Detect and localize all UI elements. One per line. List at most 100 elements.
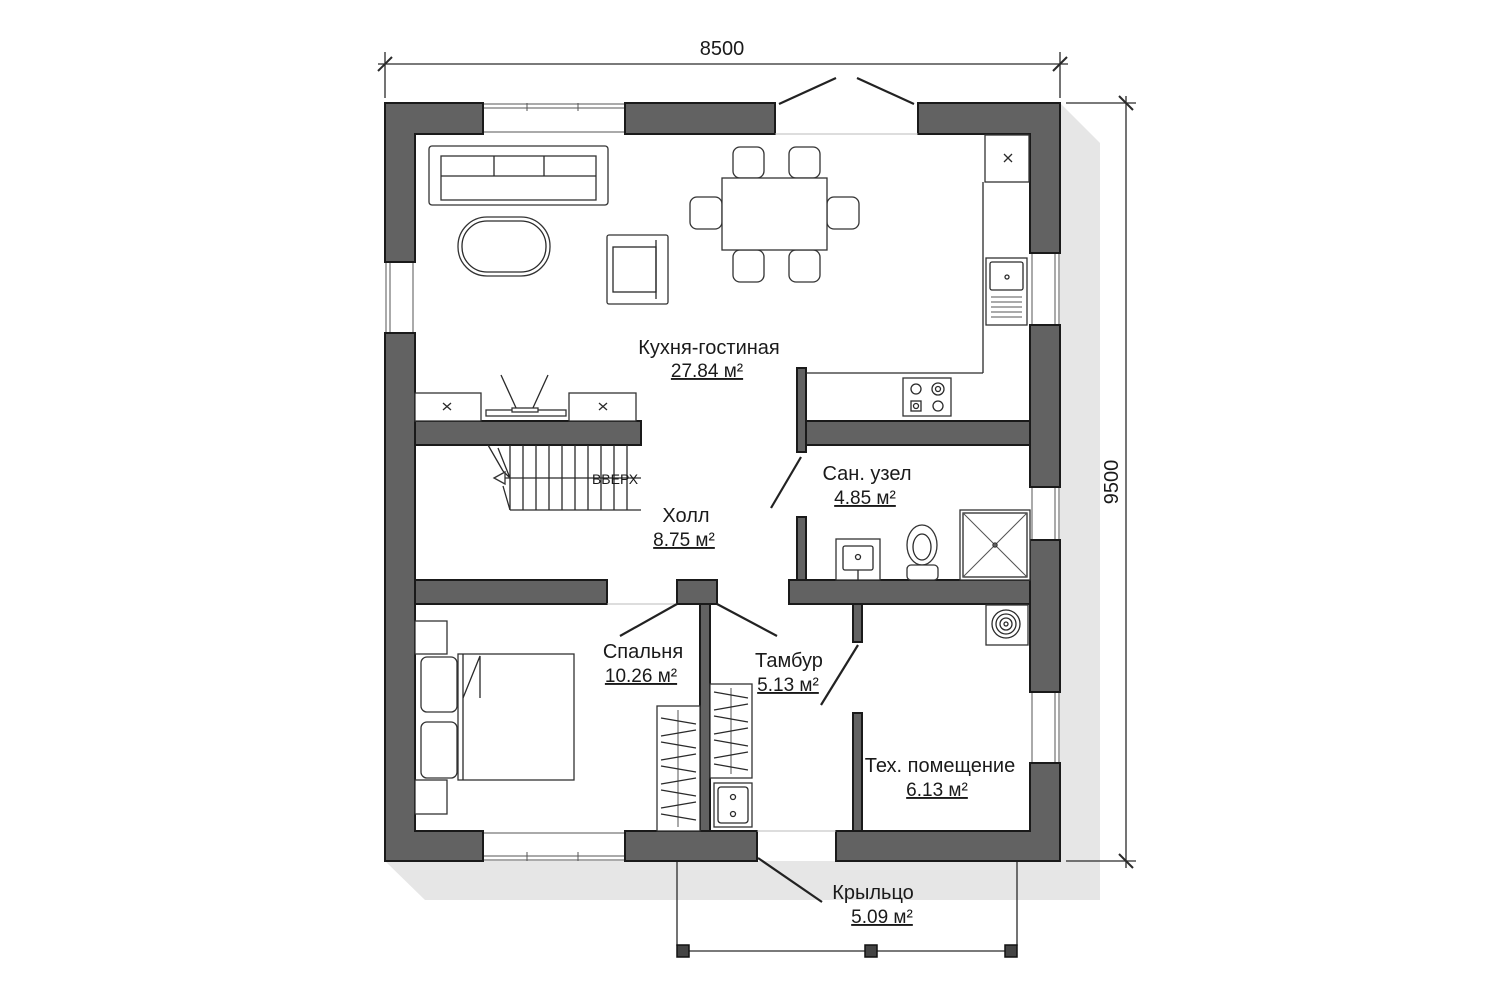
toilet-tank <box>906 564 939 581</box>
coffee-table-edge <box>461 220 547 273</box>
armchair <box>606 234 669 305</box>
interior-wall <box>414 420 642 446</box>
nightstand <box>414 779 448 815</box>
porch-column <box>1004 944 1018 958</box>
interior-wall <box>796 367 807 453</box>
cabinet-mark-icon <box>598 402 608 411</box>
door-leaf-balcony-right <box>856 76 915 106</box>
dining-chair <box>689 196 723 230</box>
dimension-label-width: 8500 <box>700 38 745 60</box>
doors <box>607 76 918 903</box>
door-leaf-bedroom <box>619 603 678 637</box>
wardrobe-hangers <box>713 691 749 771</box>
shoe-cabinet <box>713 782 753 828</box>
sink-basin <box>989 261 1024 291</box>
door-leaf-balcony-left <box>778 76 837 106</box>
dimension-label-depth: 9500 <box>1101 460 1123 505</box>
nightstand <box>414 620 448 655</box>
room-name-tech-room: Тех. помещение <box>865 755 1015 777</box>
dining-chair <box>788 146 821 179</box>
kitchen <box>806 134 1030 417</box>
exterior-wall <box>384 102 484 263</box>
shower-tray-inner <box>962 512 1028 578</box>
window-top-left <box>483 103 625 134</box>
burner <box>910 383 922 395</box>
room-name-porch: Крыльцо <box>832 882 914 904</box>
shower-drain <box>992 542 998 548</box>
coffee-table-top <box>457 216 551 277</box>
bedroom-furniture <box>414 620 701 832</box>
shoe-cabinet-inner <box>717 786 749 824</box>
dimension-tick <box>1052 56 1068 72</box>
armchair-frame <box>606 234 669 305</box>
window-right-kitchen <box>1030 253 1060 325</box>
burner <box>934 385 942 393</box>
tv-zone <box>414 374 637 422</box>
bed-blanket-fold <box>462 655 481 699</box>
interior-column <box>676 579 718 605</box>
dining-table <box>721 177 828 251</box>
room-area-bathroom: 4.85 м² <box>834 488 896 509</box>
door-leaf-tech-room <box>820 644 859 706</box>
porch <box>676 861 1018 958</box>
dimension-tick <box>1118 853 1134 869</box>
dimension-width: 8500 <box>377 38 1068 98</box>
boiler-coil <box>995 613 1017 635</box>
pillow <box>420 656 458 713</box>
dimension-depth: 9500 <box>1066 95 1136 869</box>
interior-walls <box>414 367 1031 832</box>
exterior-wall <box>1029 324 1061 488</box>
stair-winder <box>487 444 511 511</box>
exterior-wall <box>624 830 758 862</box>
boiler-coil <box>1003 621 1009 627</box>
door-leaf-entrance <box>757 857 823 903</box>
interior-wall <box>699 603 711 832</box>
burner <box>910 400 922 412</box>
interior-wall <box>852 603 863 643</box>
exterior-walls <box>384 102 1061 862</box>
staircase: ВВЕРХ <box>487 444 641 511</box>
dining-chair <box>732 146 765 179</box>
room-name-bathroom: Сан. узел <box>822 463 911 485</box>
burner <box>912 402 920 410</box>
room-area-bedroom: 10.26 м² <box>605 666 677 687</box>
cooktop <box>902 377 952 417</box>
exterior-wall <box>384 332 484 862</box>
boiler-coil <box>999 617 1013 631</box>
room-name-hall: Холл <box>662 505 709 527</box>
porch-column <box>676 944 690 958</box>
room-name-vestibule: Тамбур <box>755 650 823 672</box>
coffee-table <box>457 216 551 277</box>
window-right-bathroom <box>1030 487 1060 540</box>
boiler <box>985 604 1029 646</box>
exterior-wall <box>1029 539 1061 693</box>
burner <box>931 382 945 396</box>
boiler-coil <box>991 609 1021 639</box>
room-area-hall: 8.75 м² <box>653 530 715 551</box>
interior-wall <box>414 579 608 605</box>
bathroom-fixtures <box>835 509 1031 581</box>
interior-wall <box>788 579 1031 605</box>
door-leaf-bathroom <box>770 456 802 509</box>
wardrobe-hangers <box>660 717 697 821</box>
shoe-cabinet-knob <box>729 793 737 801</box>
tv-base <box>511 407 539 413</box>
exterior-wall <box>624 102 776 135</box>
tv-icon <box>500 374 549 411</box>
sofa <box>428 145 609 206</box>
shower-tray-slope <box>962 512 1028 578</box>
room-labels: Кухня-гостиная 27.84 м² Холл 8.75 м² Сан… <box>603 337 1015 928</box>
toilet-bowl <box>906 524 938 566</box>
shoe-cabinet-knob <box>729 810 737 818</box>
room-area-kitchen-living: 27.84 м² <box>671 361 743 382</box>
dining-chair <box>788 249 821 283</box>
dimension-tick <box>1118 95 1134 111</box>
room-name-kitchen-living: Кухня-гостиная <box>638 337 780 359</box>
interior-wall <box>805 420 1031 446</box>
sink-drainboard <box>991 296 1022 318</box>
interior-wall <box>796 516 807 581</box>
kitchen-sink <box>985 257 1028 326</box>
dining-chair <box>826 196 860 230</box>
room-area-tech-room: 6.13 м² <box>906 780 968 801</box>
